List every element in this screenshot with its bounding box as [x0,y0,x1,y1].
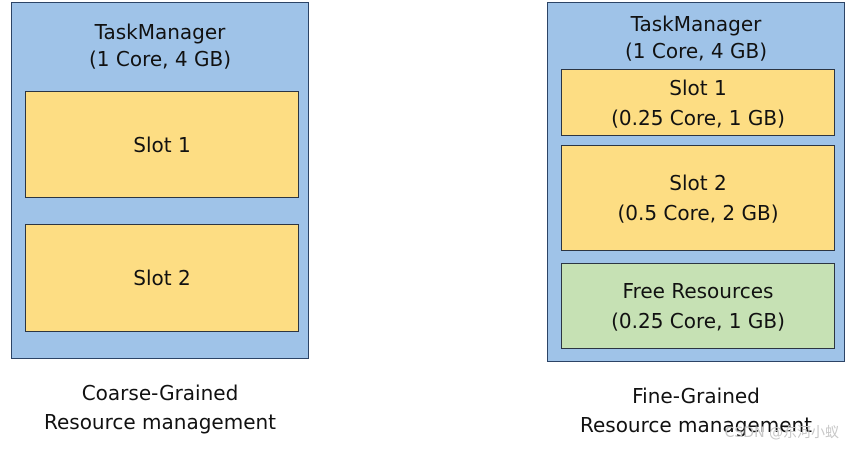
coarse-slot-1: Slot 1 [25,91,299,198]
fine-slot-1-label: Slot 1 [669,75,727,100]
fine-taskmanager-title: TaskManager (1 Core, 4 GB) [548,11,844,65]
coarse-taskmanager-name: TaskManager [94,20,226,44]
coarse-slot-2: Slot 2 [25,224,299,332]
fine-taskmanager-resources: (1 Core, 4 GB) [625,39,767,63]
coarse-caption-line2: Resource management [43,410,277,434]
coarse-slot-2-label: Slot 2 [133,266,191,290]
fine-free-resources-amount: (0.25 Core, 1 GB) [611,309,785,333]
fine-free-resources-label: Free Resources [622,279,774,303]
fine-caption: Fine-Grained Resource management [547,382,845,440]
coarse-taskmanager-resources: (1 Core, 4 GB) [89,47,231,71]
coarse-caption-line1: Coarse-Grained [81,381,239,405]
fine-free-resources: Free Resources (0.25 Core, 1 GB) [561,263,835,349]
fine-slot-2: Slot 2 (0.5 Core, 2 GB) [561,145,835,251]
coarse-slot-1-label: Slot 1 [133,132,191,157]
coarse-caption: Coarse-Grained Resource management [11,379,309,437]
fine-slot-2-label: Slot 2 [669,171,727,195]
fine-caption-line2: Resource management [579,413,813,437]
fine-slot-2-resources: (0.5 Core, 2 GB) [617,201,779,225]
fine-slot-1: Slot 1 (0.25 Core, 1 GB) [561,69,835,136]
fine-caption-line1: Fine-Grained [632,384,760,408]
fine-taskmanager-name: TaskManager [630,12,762,36]
fine-slot-1-resources: (0.25 Core, 1 GB) [611,105,785,130]
coarse-taskmanager-title: TaskManager (1 Core, 4 GB) [12,19,308,73]
watermark: CSDN @东河小蚁 [724,425,839,441]
